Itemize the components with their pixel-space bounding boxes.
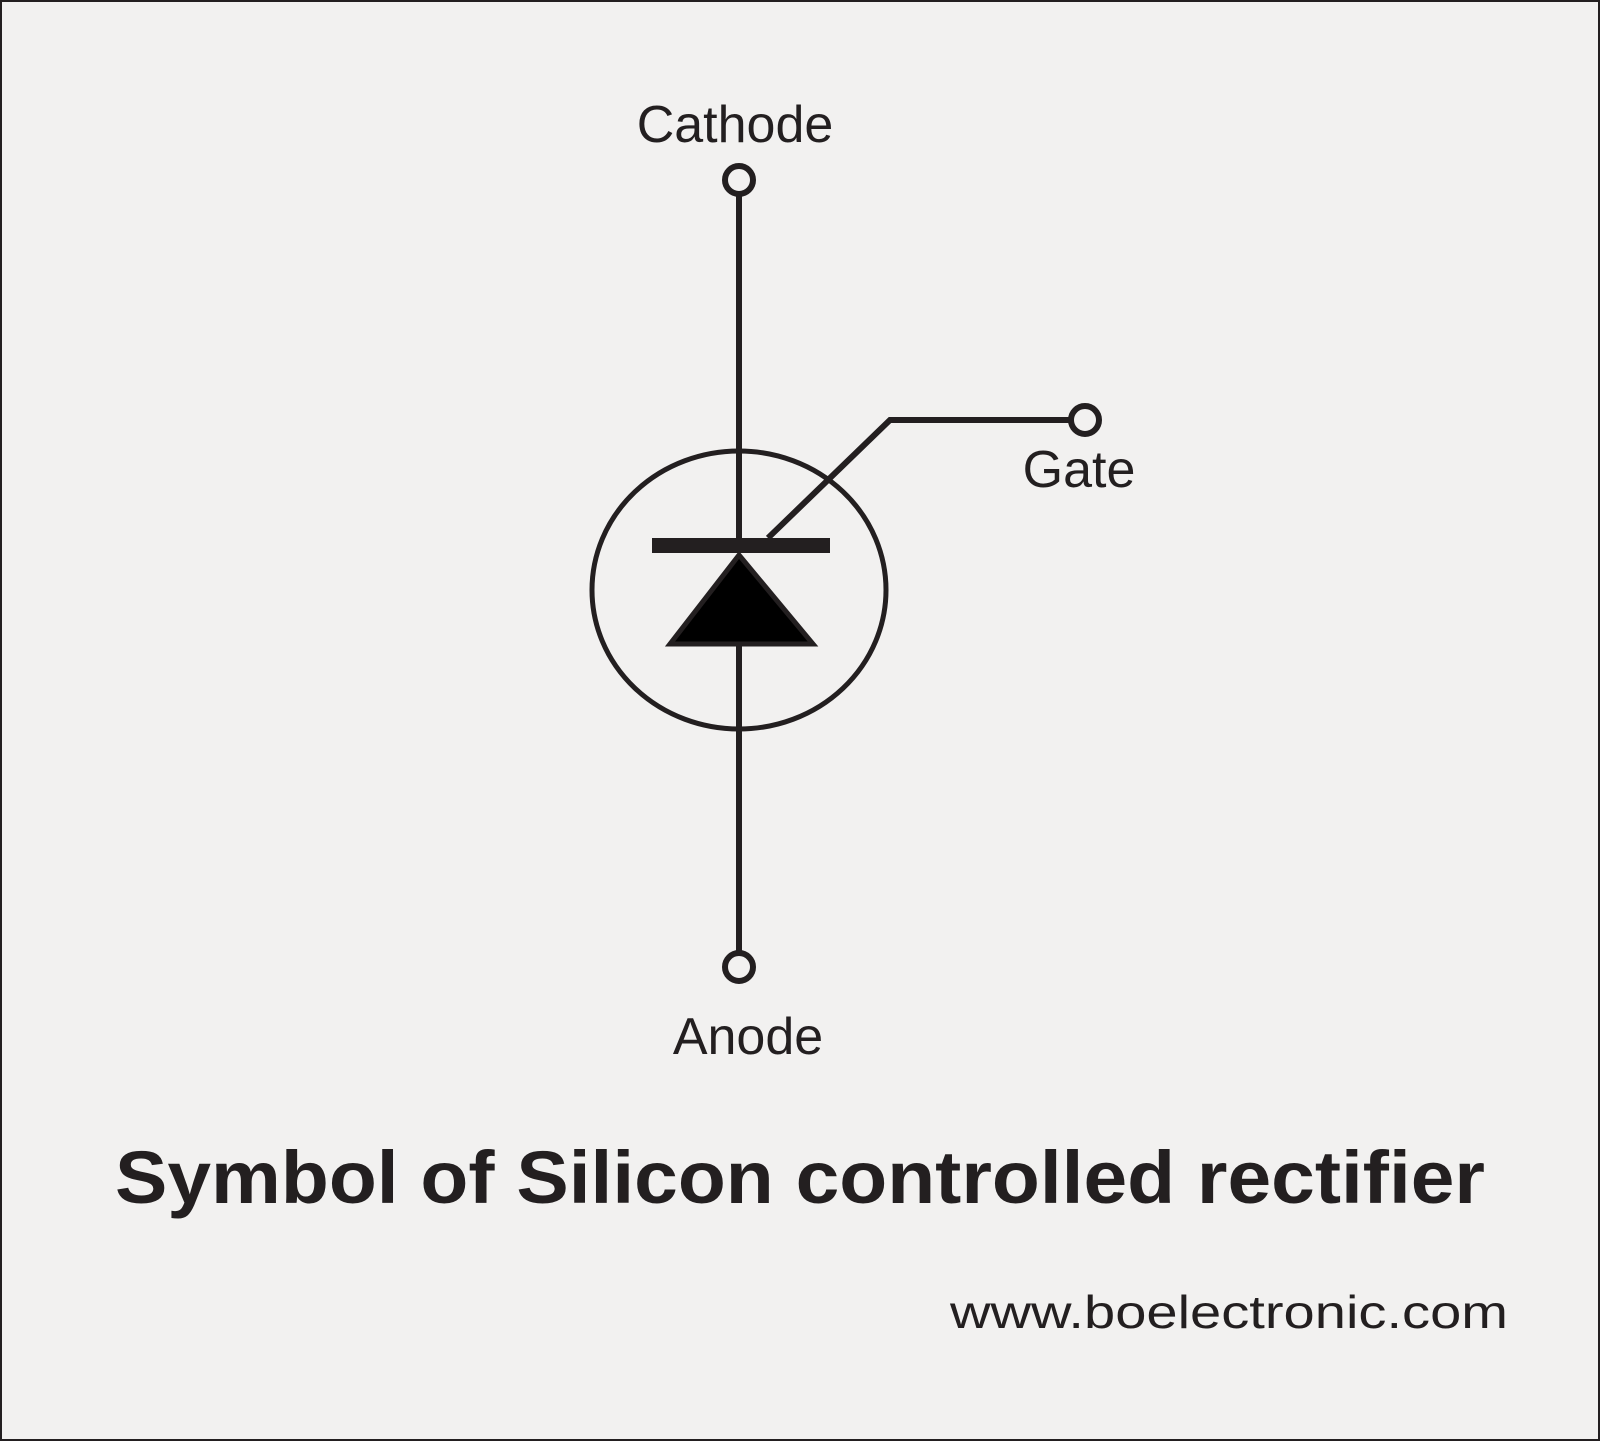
cathode-bar [652,538,830,553]
gate-terminal [1068,403,1102,437]
cathode-label: Cathode [637,96,834,154]
diagram-title: Symbol of Silicon controlled rectifier [115,1136,1485,1219]
website-url: www.boelectronic.com [949,1286,1508,1338]
cathode-terminal [722,163,756,197]
gate-label: Gate [1023,441,1136,499]
anode-label: Anode [673,1008,823,1066]
gate-lead [765,417,1072,541]
diode-triangle [664,551,819,647]
anode-terminal [722,950,756,984]
